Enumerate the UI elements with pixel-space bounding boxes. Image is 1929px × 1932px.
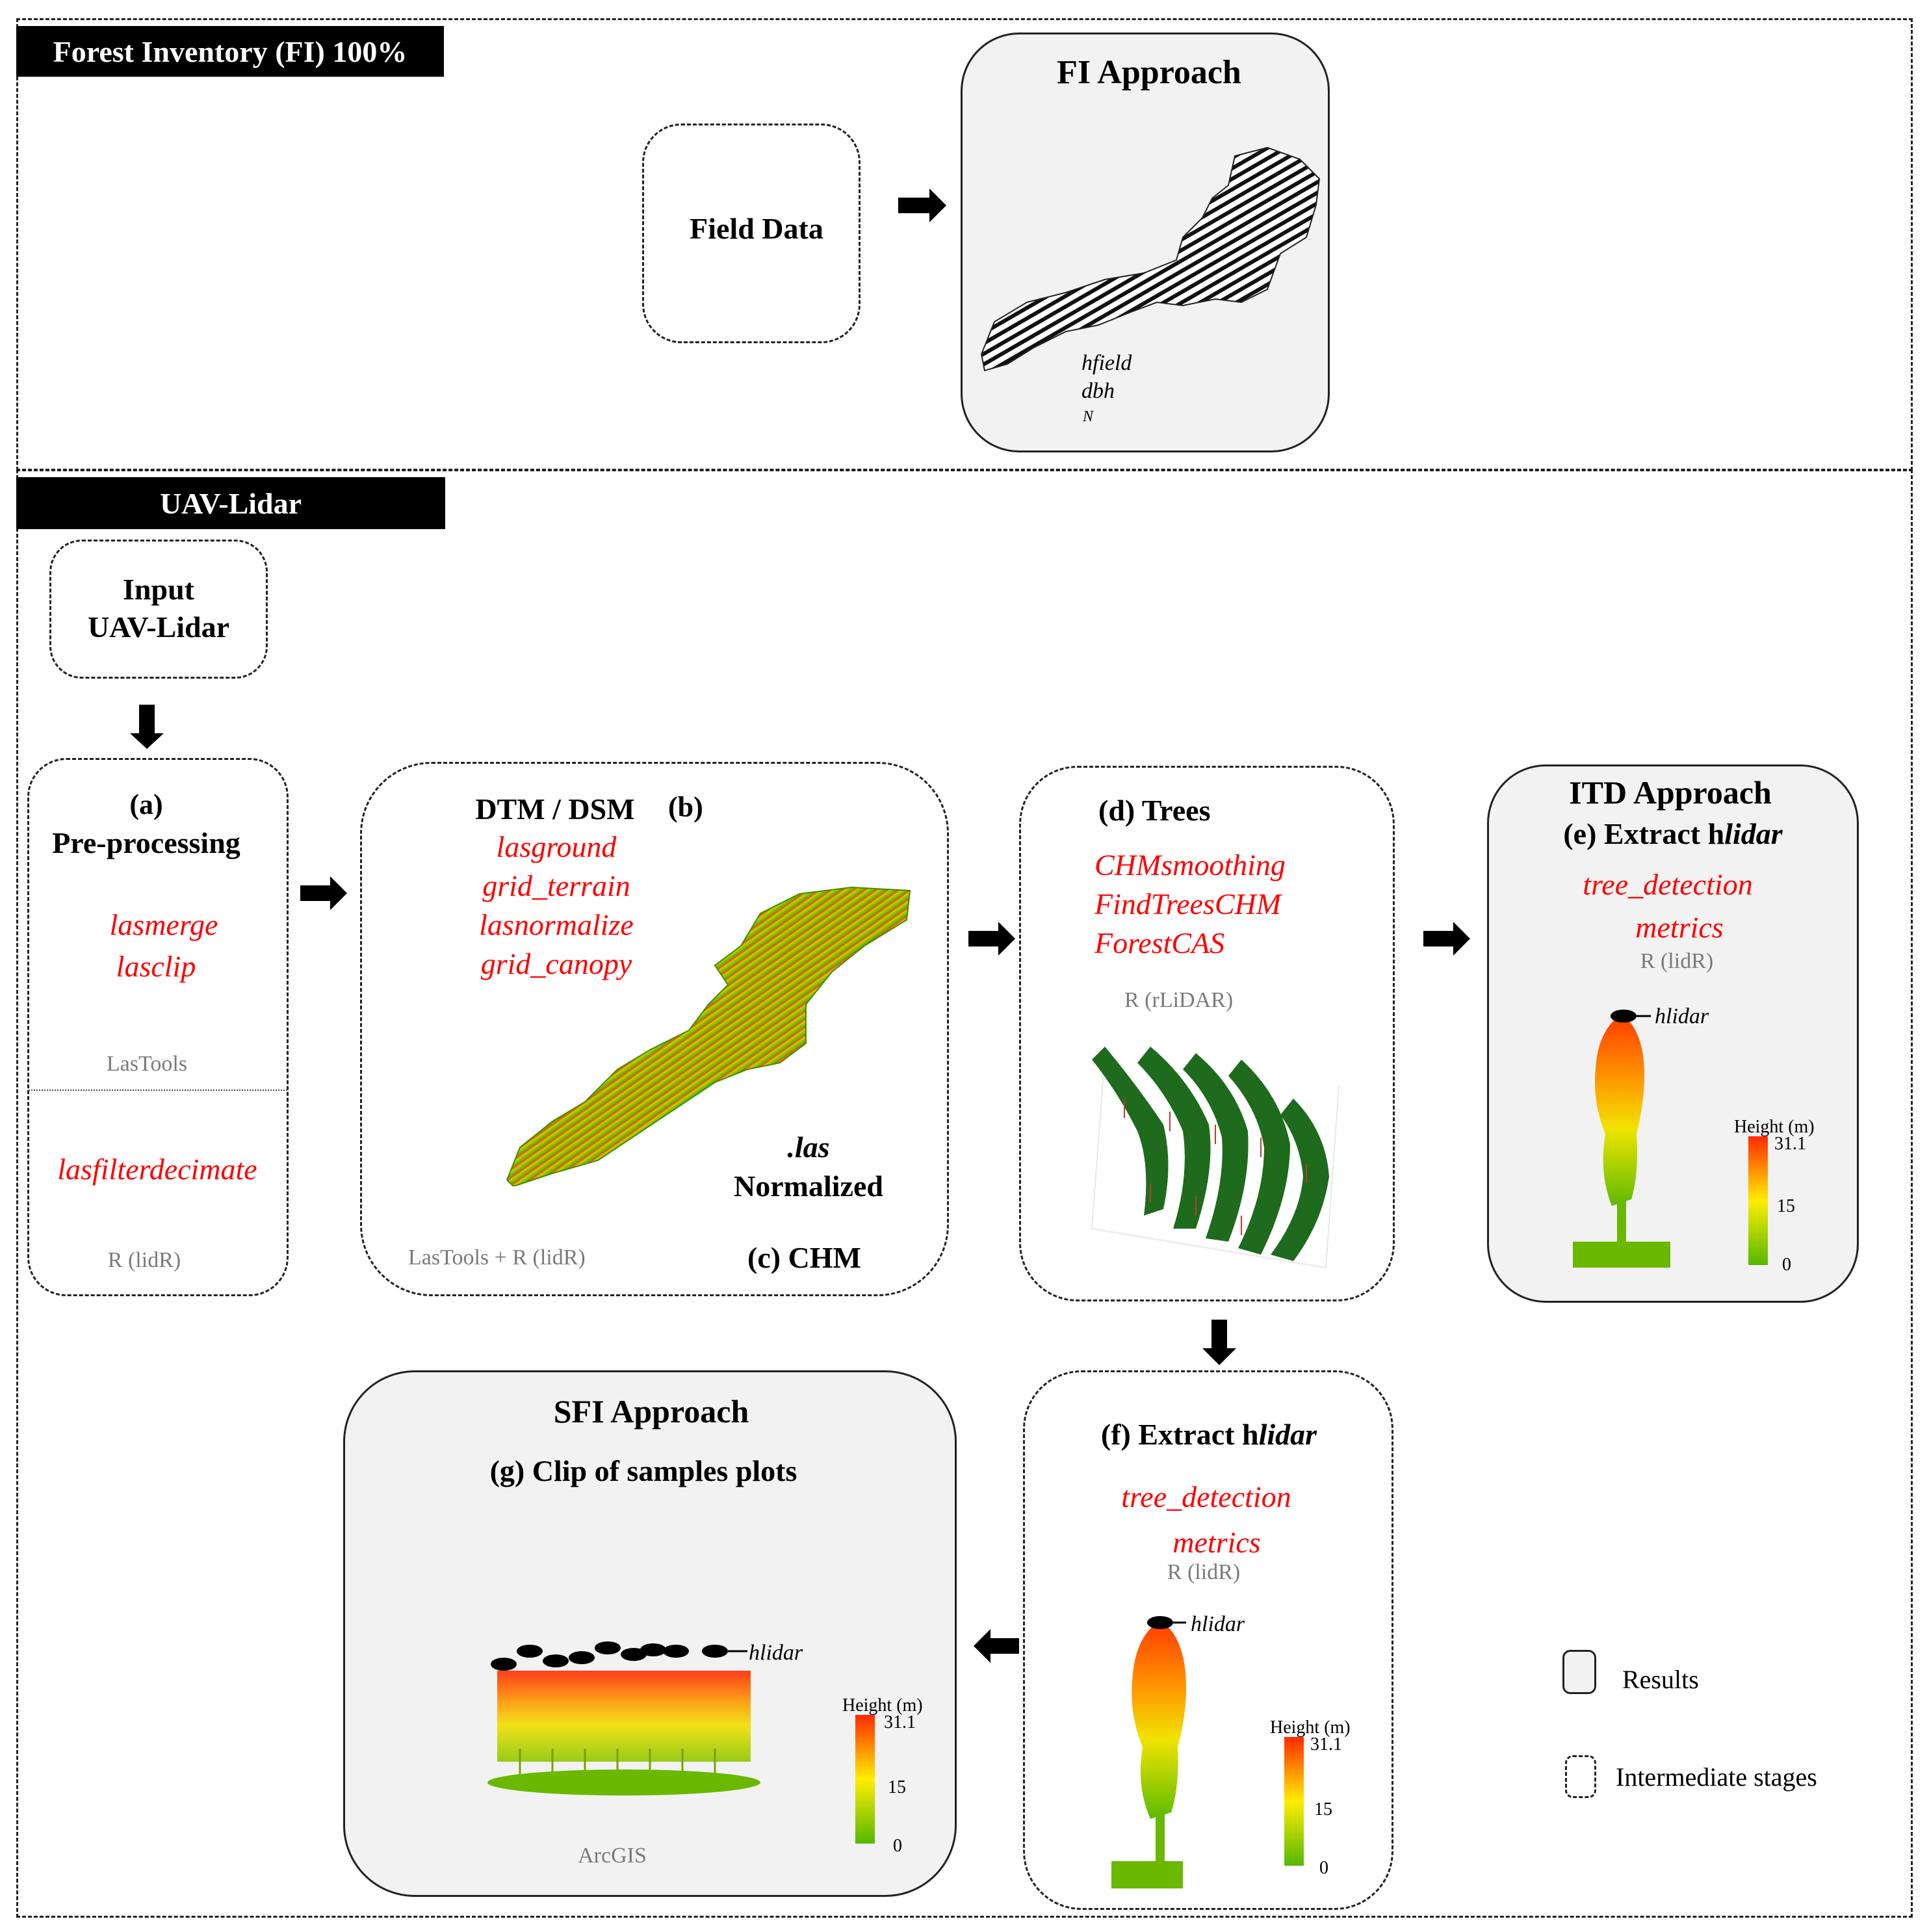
itd-scale-max: 31.1 (1774, 1134, 1806, 1154)
dtm-letter: (b) (668, 791, 703, 823)
preprocessing-tool-lasmerge: lasmerge (109, 908, 218, 941)
legend-results-label: Results (1622, 1665, 1699, 1694)
dtm-tool-grid-terrain: grid_terrain (482, 869, 630, 902)
itd-approach-box (1487, 764, 1859, 1303)
sfi-subtitle: (g) Clip of samples plots (489, 1454, 797, 1487)
extract-f-title-prefix: (f) Extract h (1100, 1418, 1259, 1451)
itd-subtitle-prefix: (e) Extract h (1563, 817, 1725, 850)
sfi-approach-box (343, 1370, 957, 1897)
sfi-plot-point-cloud (487, 1641, 760, 1795)
dtm-title: DTM / DSM (475, 792, 635, 826)
extract-f-scale-mid: 15 (1314, 1799, 1332, 1820)
itd-color-ramp (1748, 1136, 1768, 1265)
sfi-software: ArcGIS (578, 1844, 647, 1868)
preprocessing-tool-lasclip: lasclip (116, 950, 196, 983)
legend-results-swatch (1562, 1650, 1596, 1694)
extract-f-scale-max: 31.1 (1310, 1734, 1342, 1755)
extract-f-tool-metrics: metrics (1172, 1526, 1261, 1559)
extract-f-single-tree (1111, 1616, 1186, 1888)
sfi-scale-mid: 15 (888, 1777, 906, 1797)
fi-var-dbh: dbh (1081, 379, 1115, 403)
legend-intermediate-swatch (1565, 1755, 1596, 1798)
fi-var-n: N (1083, 408, 1094, 425)
dtm-chm-label: (c) CHM (747, 1241, 861, 1274)
itd-tool-metrics: metrics (1635, 911, 1724, 944)
sfi-scale-max: 31.1 (884, 1712, 916, 1732)
itd-software: R (lidR) (1640, 949, 1714, 973)
extract-f-scale-min: 0 (1319, 1858, 1328, 1878)
itd-scale-min: 0 (1782, 1255, 1791, 1275)
extract-f-tool-tree-detection: tree_detection (1121, 1480, 1291, 1513)
sfi-title: SFI Approach (553, 1393, 749, 1429)
field-data-label: Field Data (690, 212, 823, 245)
sfi-hlidar: hlidar (749, 1641, 803, 1665)
dtm-las: .las (787, 1130, 830, 1164)
dtm-tool-grid-canopy: grid_canopy (480, 947, 632, 980)
dtm-tool-lasnormalize: lasnormalize (479, 908, 634, 941)
chm-point-cloud (506, 886, 911, 1186)
preprocessing-title: Pre-processing (52, 826, 240, 859)
dtm-software: LasTools + R (lidR) (408, 1246, 586, 1270)
fi-var-hfield: hfield (1081, 351, 1132, 375)
itd-title: ITD Approach (1569, 774, 1772, 811)
itd-single-tree (1573, 1010, 1670, 1268)
fi-approach-title: FI Approach (1057, 54, 1241, 91)
itd-subtitle: (e) Extract hlidar (1563, 816, 1782, 851)
preprocessing-software-lidr: R (lidR) (107, 1248, 181, 1272)
legend-intermediate-label: Intermediate stages (1616, 1762, 1817, 1792)
sfi-scale-min: 0 (893, 1836, 902, 1856)
trees-title: (d) Trees (1098, 794, 1211, 827)
sfi-scale-title: Height (m) (842, 1695, 923, 1716)
dtm-box (360, 762, 949, 1296)
extract-f-hlidar: hlidar (1191, 1612, 1245, 1636)
extract-f-box (1023, 1370, 1393, 1910)
extract-f-scale-title: Height (m) (1270, 1717, 1351, 1738)
fi-banner: Forest Inventory (FI) 100% (16, 26, 444, 77)
dtm-normalized: Normalized (734, 1169, 883, 1203)
input-box (49, 540, 268, 679)
preprocessing-letter: (a) (129, 789, 163, 820)
trees-box (1019, 766, 1395, 1301)
trees-tool-forestcas: ForestCAS (1094, 926, 1225, 959)
extract-f-color-ramp (1284, 1737, 1304, 1866)
preprocessing-software-lastools: LasTools (106, 1052, 188, 1076)
input-line1: Input (123, 573, 194, 606)
itd-tool-tree-detection: tree_detection (1583, 868, 1753, 901)
trees-tool-chmsmoothing: CHMsmoothing (1094, 848, 1286, 881)
trees-software: R (rLiDAR) (1124, 988, 1234, 1012)
fi-stand-map (980, 146, 1321, 372)
itd-hlidar: hlidar (1655, 1004, 1709, 1028)
dtm-tool-lasground: lasground (496, 830, 617, 863)
preprocessing-tool-lasfilterdecimate: lasfilterdecimate (57, 1153, 257, 1186)
uav-banner: UAV-Lidar (16, 477, 445, 529)
extract-f-title: (f) Extract hlidar (1101, 1417, 1317, 1452)
trees-crowns (1091, 1047, 1340, 1269)
itd-scale-mid: 15 (1777, 1196, 1795, 1216)
extract-f-software: R (lidR) (1167, 1560, 1241, 1584)
extract-f-title-italic: lidar (1258, 1418, 1317, 1451)
uav-section (16, 469, 1913, 1918)
input-line2: UAV-Lidar (87, 610, 230, 644)
itd-subtitle-italic: lidar (1724, 817, 1783, 850)
itd-scale-title: Height (m) (1734, 1117, 1815, 1137)
preprocessing-box (27, 758, 289, 1296)
preprocessing-divider (29, 1090, 287, 1091)
field-data-box (642, 124, 861, 343)
trees-tool-findtreeschm: FindTreesCHM (1094, 887, 1282, 920)
sfi-color-ramp (855, 1715, 875, 1844)
